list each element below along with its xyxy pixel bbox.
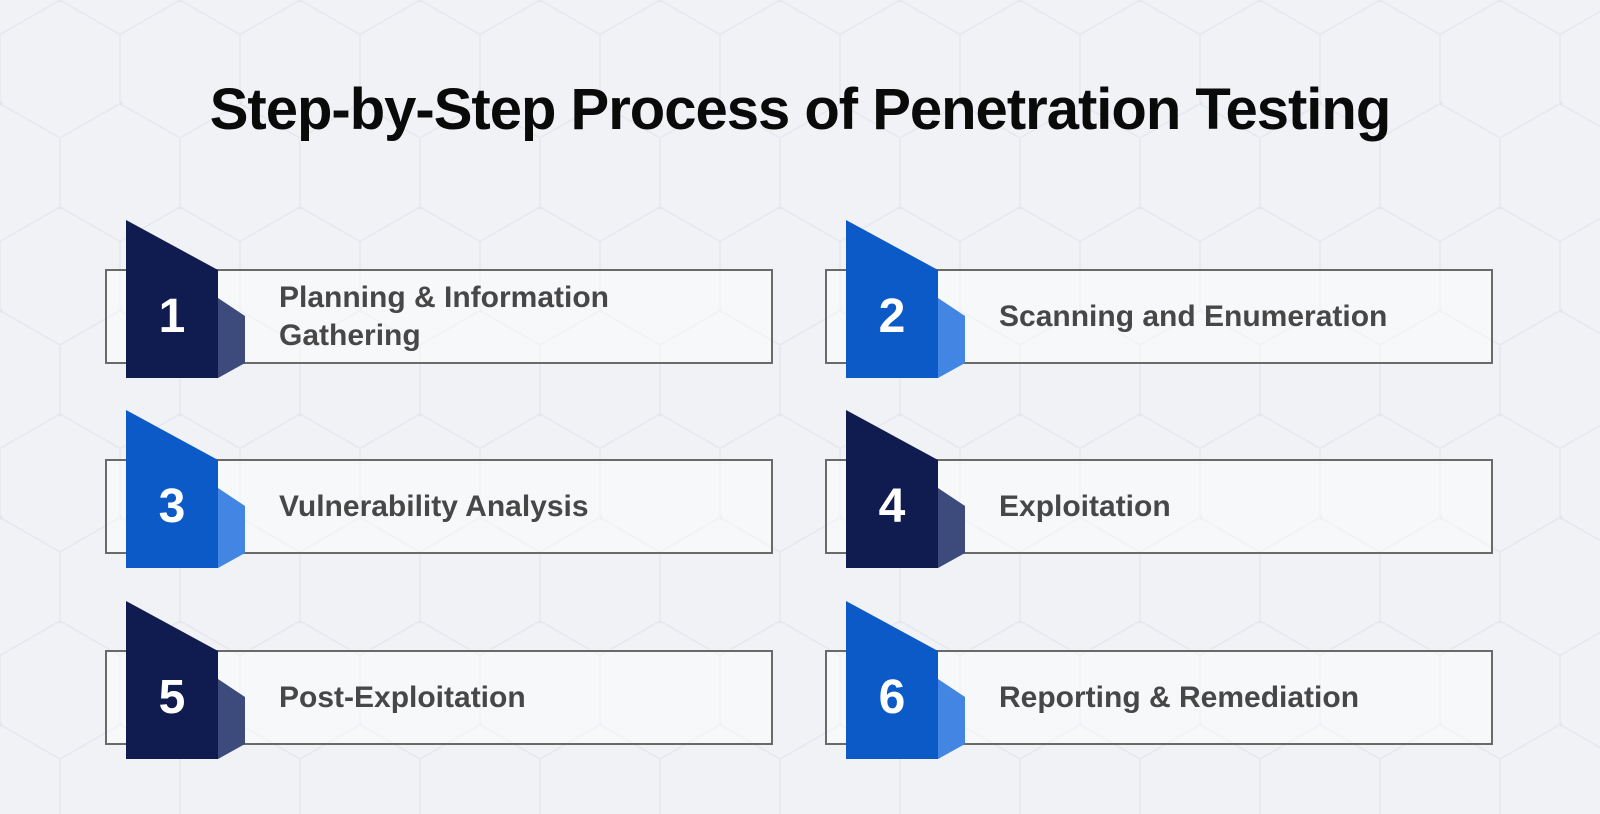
step-row-2: Scanning and Enumeration 2 [825, 220, 1493, 378]
step-number: 6 [878, 671, 906, 724]
step-label: Planning & Information Gathering [279, 281, 609, 352]
step-row-6: Reporting & Remediation 6 [825, 601, 1493, 759]
step-row-5: Post-Exploitation 5 [105, 601, 773, 759]
step-badge: 5 [126, 601, 245, 759]
step-ribbon-icon [126, 601, 245, 759]
step-row-1: Planning & Information Gathering 1 [105, 220, 773, 378]
step-badge: 2 [846, 220, 965, 378]
step-number: 4 [878, 480, 906, 533]
step-label: Scanning and Enumeration [999, 299, 1388, 333]
step-label: Vulnerability Analysis [279, 489, 589, 523]
step-ribbon-icon [846, 220, 965, 378]
step-row-3: Vulnerability Analysis 3 [105, 410, 773, 568]
step-number: 2 [878, 290, 906, 343]
step-ribbon-icon [126, 220, 245, 378]
step-row-4: Exploitation 4 [825, 410, 1493, 568]
step-ribbon-icon [846, 410, 965, 568]
step-number: 1 [158, 290, 186, 343]
page-title: Step-by-Step Process of Penetration Test… [209, 77, 1392, 142]
step-badge: 1 [126, 220, 245, 378]
step-badge: 4 [846, 410, 965, 568]
step-number: 3 [158, 480, 186, 533]
step-label: Exploitation [999, 489, 1171, 523]
step-ribbon-icon [846, 601, 965, 759]
step-number: 5 [158, 671, 186, 724]
step-badge: 3 [126, 410, 245, 568]
step-label: Post-Exploitation [279, 680, 526, 714]
step-ribbon-icon [126, 410, 245, 568]
step-label: Reporting & Remediation [999, 680, 1360, 714]
step-badge: 6 [846, 601, 965, 759]
